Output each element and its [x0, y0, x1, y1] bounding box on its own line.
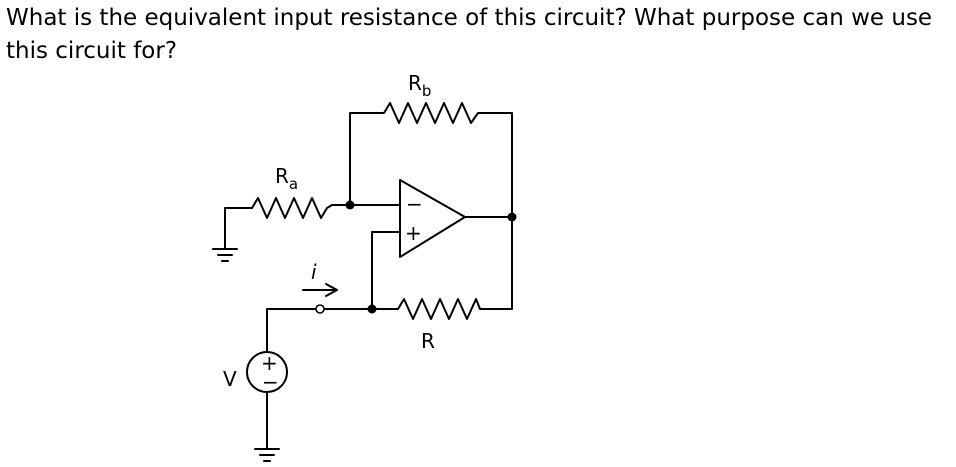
resistor-rb-label: Rb — [408, 71, 431, 100]
junction-dot — [345, 200, 355, 210]
voltage-source-label: V — [223, 367, 237, 391]
voltage-source-minus: − — [262, 370, 279, 394]
ra-ground-wire — [224, 207, 253, 249]
opamp-inverting-sign: − — [406, 192, 423, 216]
resistor-r — [371, 298, 485, 320]
rb-feedback-wire — [349, 112, 513, 218]
resistor-ra — [251, 197, 333, 219]
input-wire — [266, 308, 317, 353]
junction-dot — [507, 212, 517, 222]
opamp-triangle — [399, 179, 466, 258]
opamp-noninverting-sign: + — [405, 221, 422, 245]
resistor-ra-label: Ra — [275, 164, 298, 193]
input-terminal — [315, 304, 325, 314]
opamp-output-wire — [464, 216, 513, 310]
resistor-r-label: R — [421, 329, 435, 353]
current-label: i — [311, 260, 317, 284]
ground-icon — [254, 448, 280, 462]
noninverting-input-wire — [371, 231, 401, 310]
question-text: What is the equivalent input resistance … — [6, 5, 933, 64]
current-arrow-icon — [302, 283, 338, 297]
voltage-source-plus: + — [261, 351, 278, 375]
resistor-rb — [379, 102, 485, 124]
ground-icon — [212, 248, 238, 262]
junction-dot — [367, 304, 377, 314]
